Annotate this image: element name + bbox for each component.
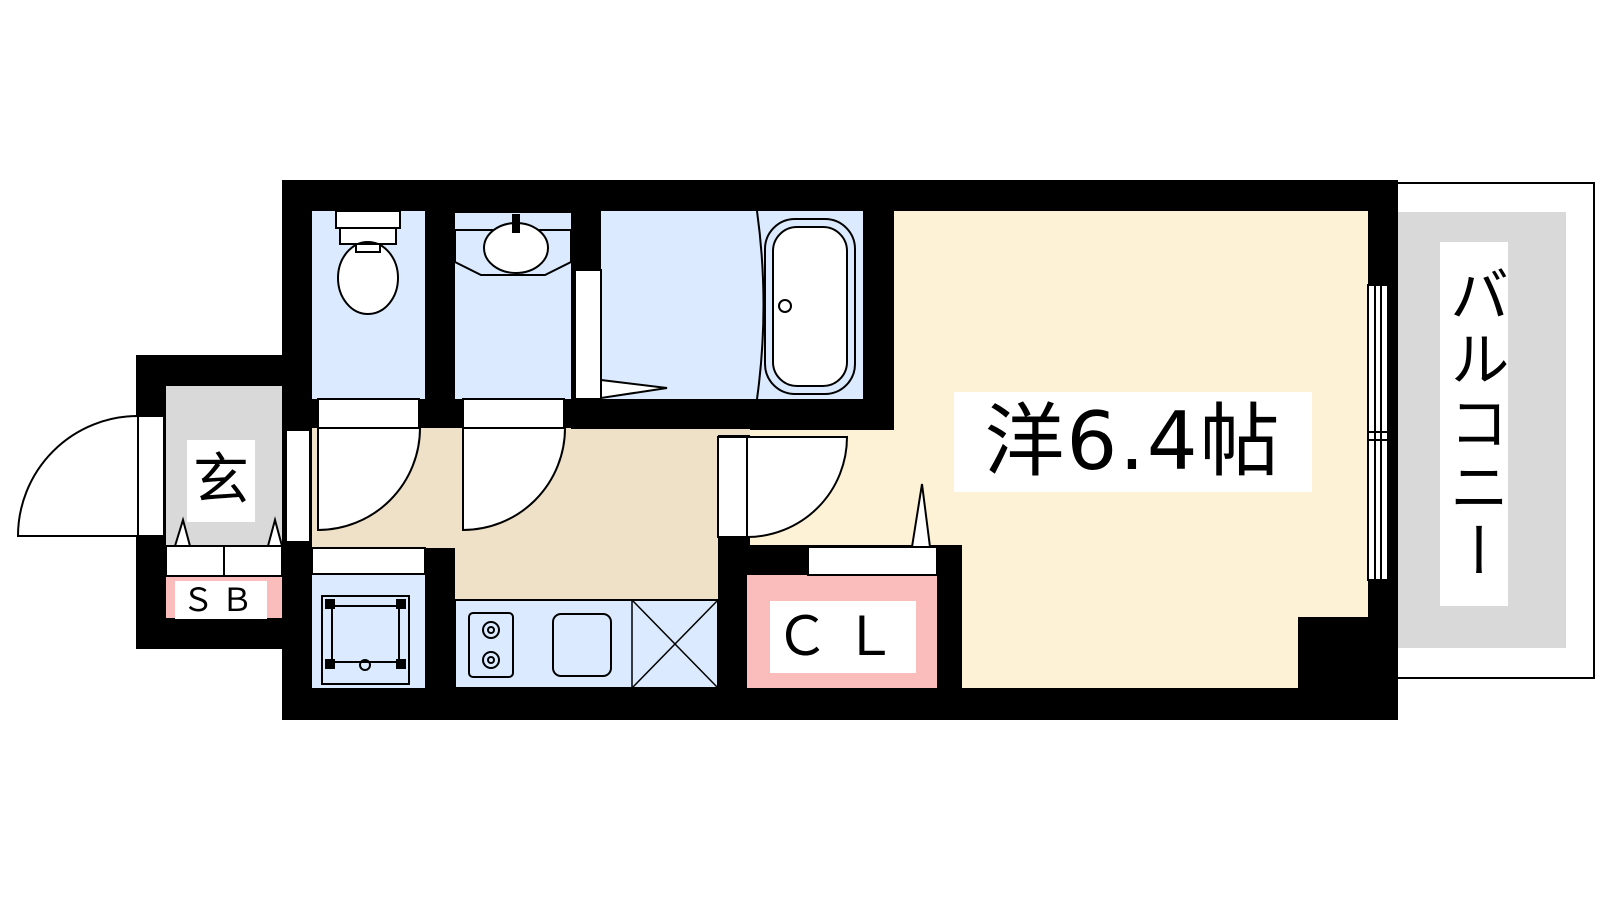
western-room-label: 洋6.4帖 xyxy=(954,392,1312,492)
entrance-label: 玄 xyxy=(187,440,255,522)
balcony-window xyxy=(1368,285,1388,580)
door-swing-icon xyxy=(16,378,932,548)
stove-icon xyxy=(468,612,514,678)
bathtub-icon xyxy=(756,210,856,400)
sink-icon xyxy=(552,613,612,677)
balcony-label: バルコニー xyxy=(1439,242,1509,606)
shoe-box-label: ＳＢ xyxy=(175,581,267,619)
toilet-icon xyxy=(335,210,401,315)
washing-machine-icon xyxy=(321,595,410,685)
fridge-space-icon xyxy=(631,599,719,689)
washbasin-icon xyxy=(454,214,572,276)
closet-label: ＣＬ xyxy=(770,601,916,673)
